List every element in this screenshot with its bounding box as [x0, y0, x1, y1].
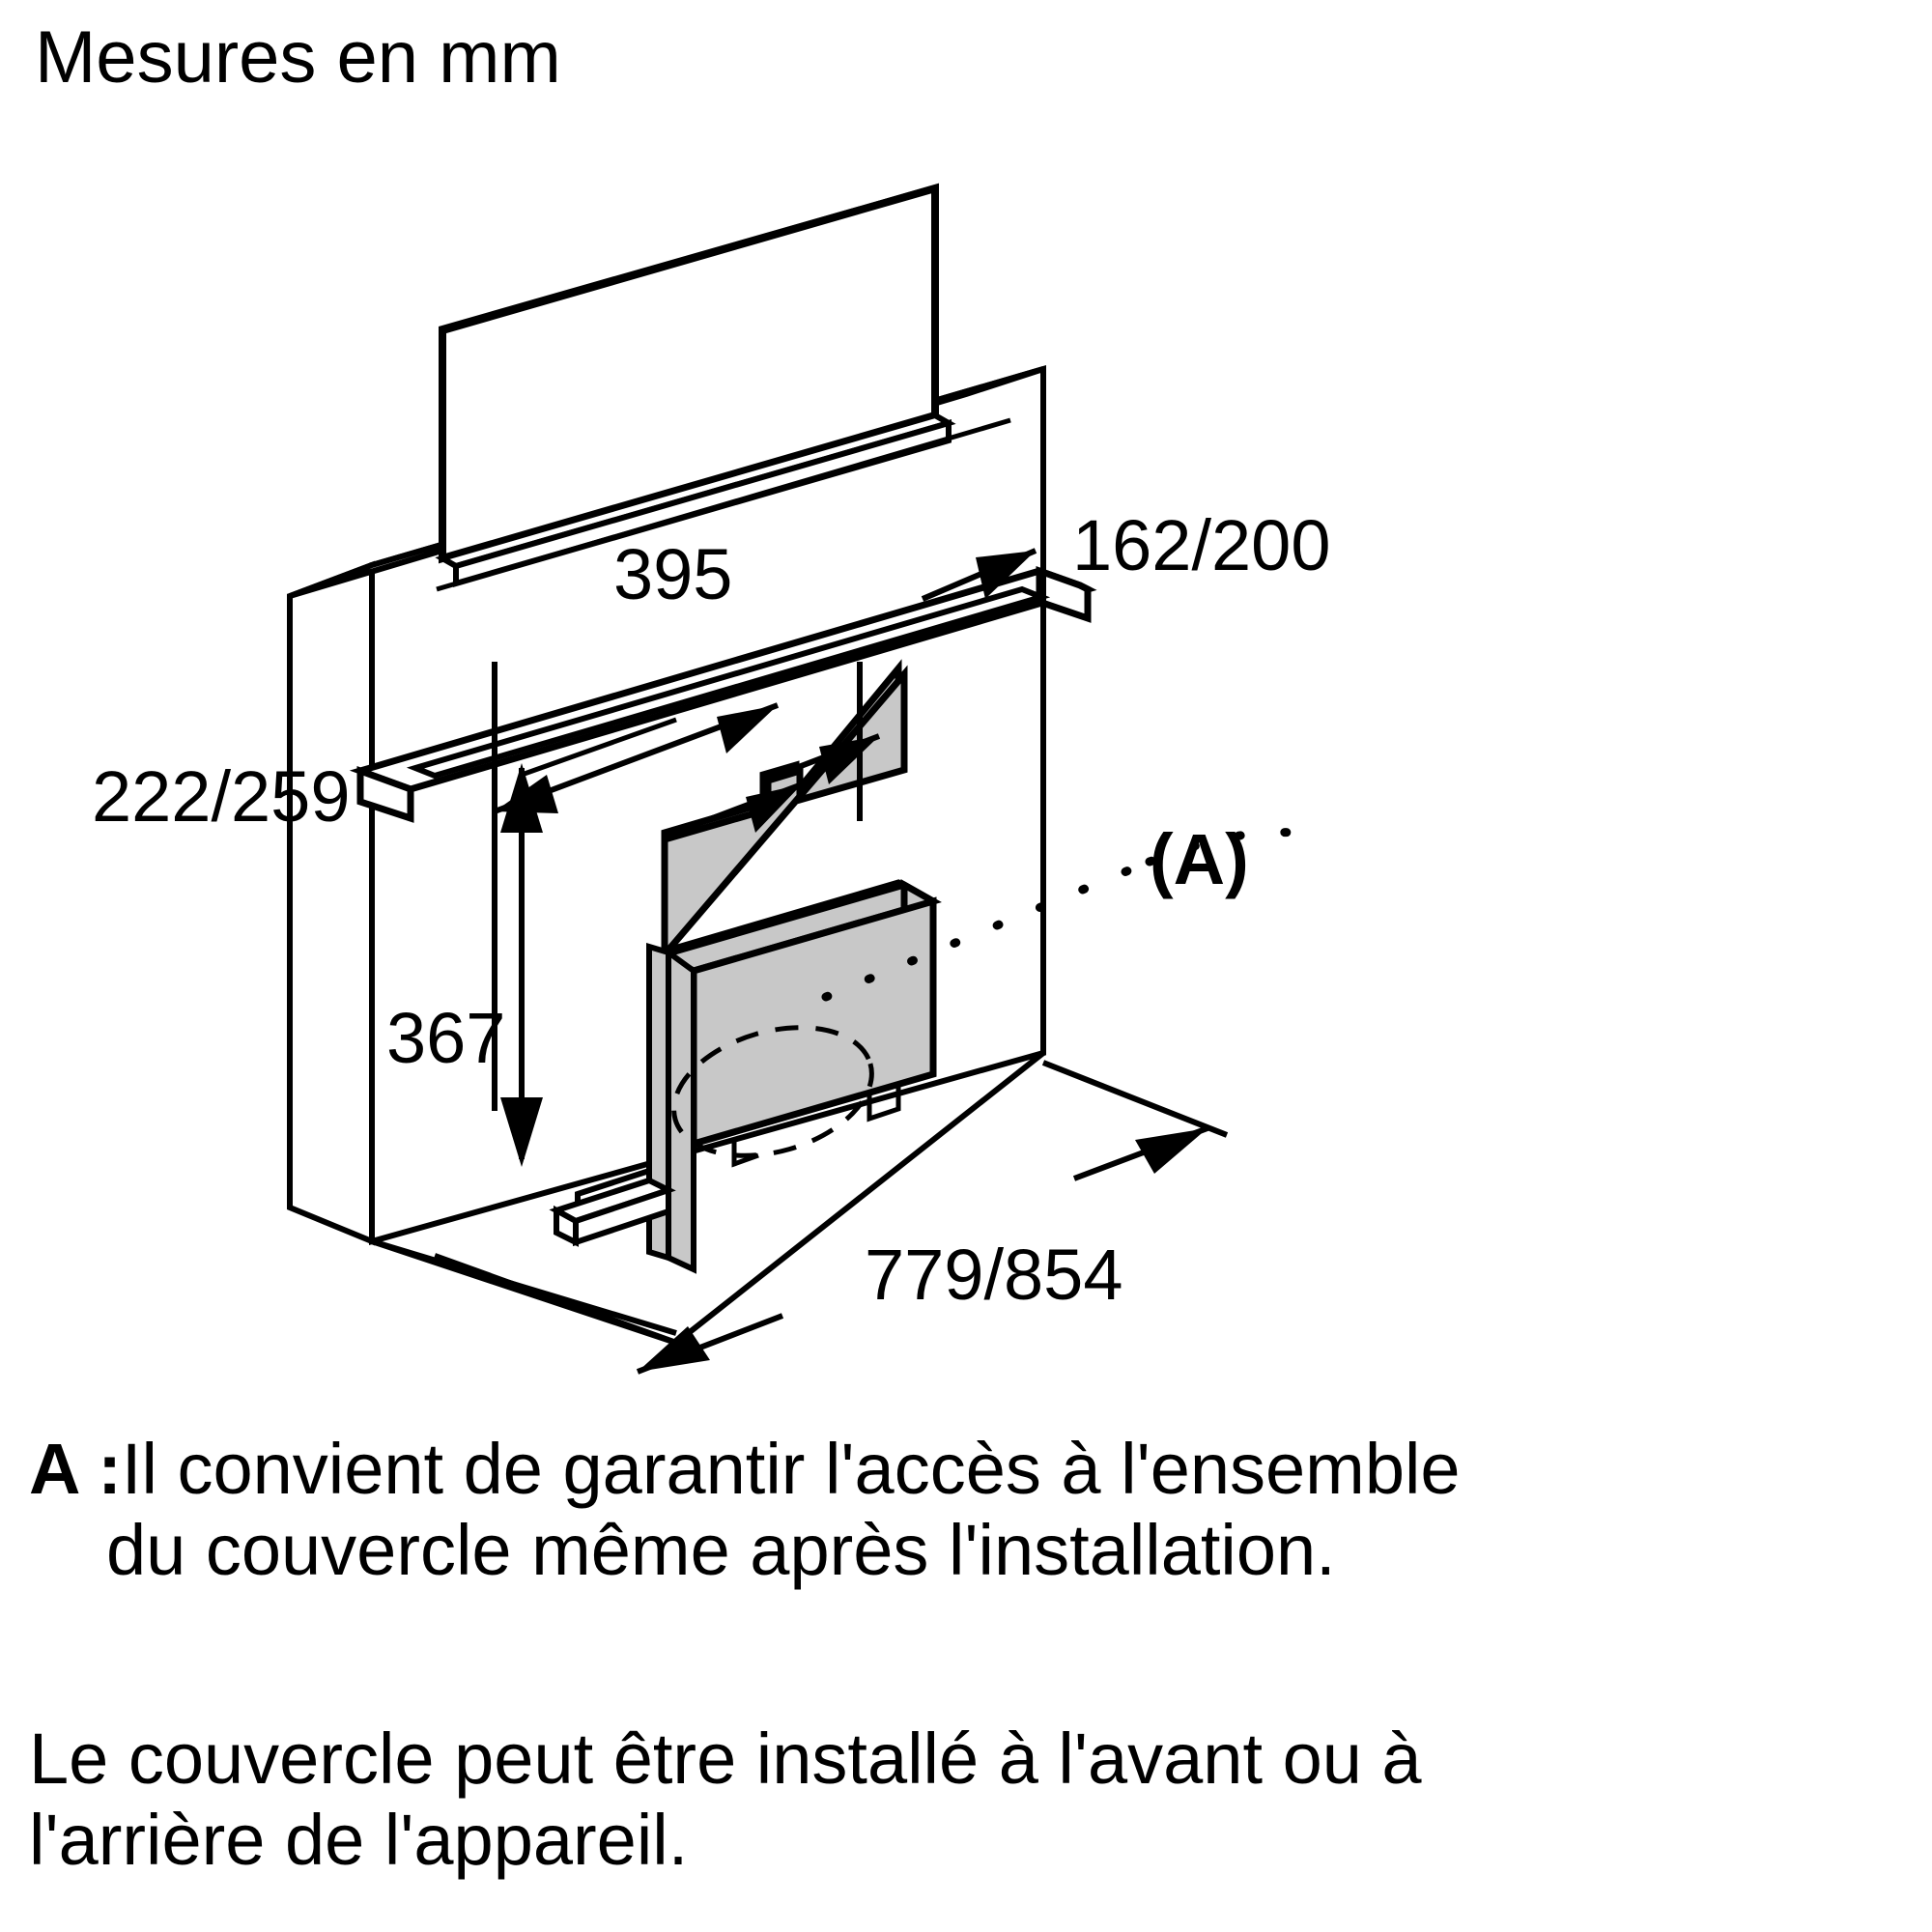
motor-box-tabs: [731, 1083, 901, 1168]
dimension-label-779-854: 779/854: [865, 1235, 1123, 1315]
note-b-line2: l'arrière de l'appareil.: [29, 1800, 689, 1880]
dimension-label-367: 367: [386, 998, 505, 1078]
motor-box-foot-bracket: [549, 1166, 676, 1247]
dimension-label-222-259: 222/259: [92, 756, 351, 837]
dimension-label-395: 395: [613, 534, 732, 614]
dimension-395-second-arrowhead: [746, 784, 802, 833]
motor-box-assembly: [656, 665, 942, 1149]
installation-diagram-svg: (A): [92, 183, 1331, 1375]
note-a-line1: A :Il convient de garantir l'accès à l'e…: [29, 1429, 1913, 1510]
dimension-label-162-200: 162/200: [1072, 505, 1331, 585]
note-a-line1-text: Il convient de garantir l'accès à l'ense…: [121, 1429, 1461, 1509]
slot-inner-lines: [436, 417, 1011, 592]
note-a-line2: du couvercle même après l'installation.: [106, 1510, 1336, 1590]
dimension-162-200-arrowheads: [976, 551, 1036, 599]
dimension-width-bottom-arrowhead: [638, 1326, 710, 1372]
note-a-prefix: A :: [29, 1429, 122, 1509]
page-title: Mesures en mm: [35, 16, 561, 99]
dimension-779-854-arrowhead: [1135, 1128, 1208, 1174]
callout-a-label: (A): [1150, 819, 1249, 899]
note-b-line1: Le couvercle peut être installé à l'avan…: [29, 1719, 1422, 1799]
technical-drawing: (A): [0, 87, 1932, 1430]
dimension-395-arrowheads: [819, 736, 879, 784]
dimension-367-arrowheads: [500, 763, 543, 1167]
callout-a-leader-2: [1145, 828, 1304, 867]
dimension-367-ext-lines: [521, 717, 677, 778]
fan-outline-dashed: [671, 1025, 874, 1158]
cabinet-base-line: [371, 1050, 1045, 1347]
